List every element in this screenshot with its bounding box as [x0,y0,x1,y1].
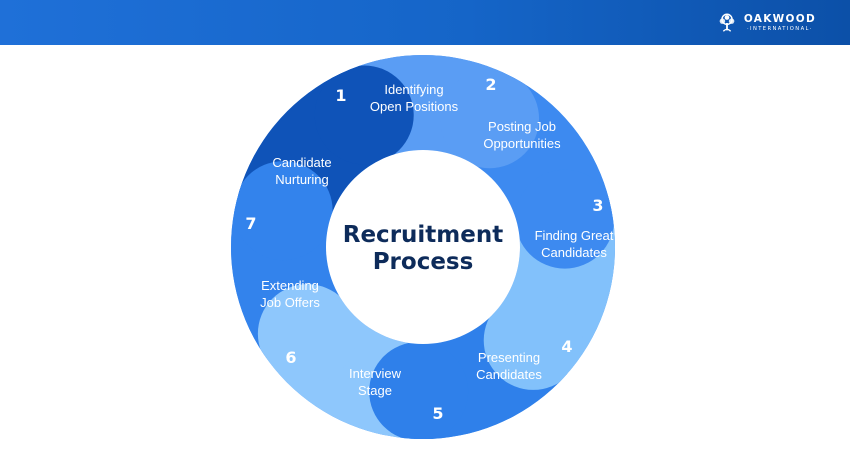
brand-tagline: ·INTERNATIONAL· [746,25,813,32]
stage-cap-5 [257,284,357,384]
stage-number-6: 6 [285,348,296,367]
header-bar: OAKWOOD ·INTERNATIONAL· [0,0,850,45]
stage-number-1: 1 [335,86,346,105]
center-title-line-2: Process [373,249,474,275]
stage-label-3-line-1: Finding Great [535,228,614,243]
center-disc [326,150,520,344]
stage-label-6-line-1: Extending [261,278,319,293]
stage-label-7-line-2: Nurturing [275,172,328,187]
stage-label-5-line-2: Stage [358,383,392,398]
stage-cap-7 [314,65,414,165]
stage-label-1-line-1: Identifying [384,82,443,97]
brand-logo: OAKWOOD ·INTERNATIONAL· [716,11,816,35]
stage-cap-2 [515,169,615,269]
brand-name: OAKWOOD [743,13,816,26]
ring-segments [231,55,615,439]
stage-label-6-line-2: Job Offers [260,295,320,310]
center-title-line-1: Recruitment [343,222,503,248]
stage-cap-3 [483,290,583,390]
stage-label-3-line-2: Candidates [541,245,607,260]
stage-label-1-line-2: Open Positions [370,99,459,114]
stage-cap-1 [440,69,540,169]
stage-number-7: 7 [245,214,256,233]
stage-label-7-line-1: Candidate [272,155,331,170]
oak-tree-icon [719,13,735,32]
stage-label-2-line-2: Opportunities [483,136,561,151]
stage-number-4: 4 [561,337,572,356]
stage-label-5-line-1: Interview [349,366,402,381]
stage-label-2-line-1: Posting Job [488,119,556,134]
stage-number-2: 2 [485,75,496,94]
stage-number-5: 5 [432,404,443,423]
stage-cap-4 [369,341,469,439]
stage-number-3: 3 [592,196,603,215]
stage-cap-6 [233,161,333,261]
stage-label-4-line-1: Presenting [478,350,540,365]
stage-label-4-line-2: Candidates [476,367,542,382]
